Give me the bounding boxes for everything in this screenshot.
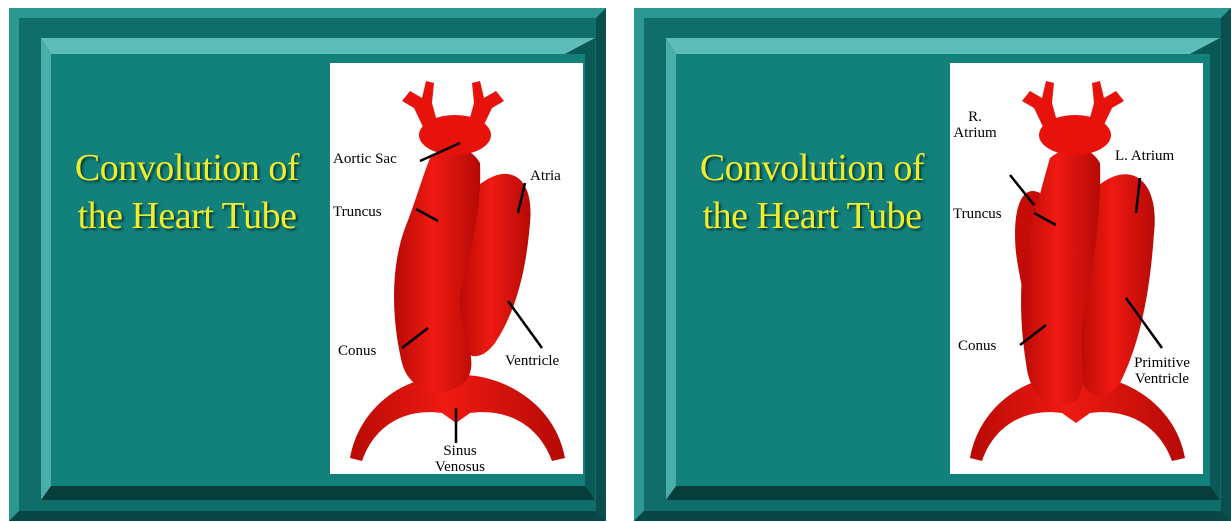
label-ventricle: Ventricle bbox=[505, 353, 559, 369]
label-truncus: Truncus bbox=[333, 204, 382, 220]
heart-tube-illustration bbox=[330, 63, 583, 474]
slide-left: Convolution of the Heart Tube bbox=[9, 8, 606, 521]
label-sinus-venosus: Sinus Venosus bbox=[420, 443, 500, 475]
slide-title: Convolution of the Heart Tube bbox=[57, 144, 317, 240]
label-sinus-line-2: Venosus bbox=[420, 459, 500, 475]
label-primitive-line-2: Ventricle bbox=[1122, 371, 1202, 387]
title-line-1: Convolution of bbox=[57, 144, 317, 192]
title-line-1: Convolution of bbox=[682, 144, 942, 192]
label-conus: Conus bbox=[958, 338, 996, 354]
label-r-atrium-line-2: Atrium bbox=[950, 125, 1000, 141]
label-aortic-sac: Aortic Sac bbox=[333, 151, 397, 167]
title-line-2: the Heart Tube bbox=[682, 192, 942, 240]
label-atria: Atria bbox=[530, 168, 561, 184]
slide-title: Convolution of the Heart Tube bbox=[682, 144, 942, 240]
label-sinus-line-1: Sinus bbox=[420, 443, 500, 459]
label-r-atrium: R. Atrium bbox=[950, 109, 1000, 141]
label-primitive-ventricle: Primitive Ventricle bbox=[1122, 355, 1202, 387]
heart-diagram-panel: Aortic Sac Atria Truncus Conus Ventricle… bbox=[330, 63, 583, 474]
label-l-atrium: L. Atrium bbox=[1115, 148, 1174, 164]
heart-diagram-panel: R. Atrium L. Atrium Truncus Conus Primit… bbox=[950, 63, 1203, 474]
label-r-atrium-line-1: R. bbox=[950, 109, 1000, 125]
label-primitive-line-1: Primitive bbox=[1122, 355, 1202, 371]
leader-ventricle bbox=[508, 301, 542, 348]
label-truncus: Truncus bbox=[953, 206, 1002, 222]
slide-right: Convolution of the Heart Tube bbox=[634, 8, 1231, 521]
title-line-2: the Heart Tube bbox=[57, 192, 317, 240]
label-conus: Conus bbox=[338, 343, 376, 359]
